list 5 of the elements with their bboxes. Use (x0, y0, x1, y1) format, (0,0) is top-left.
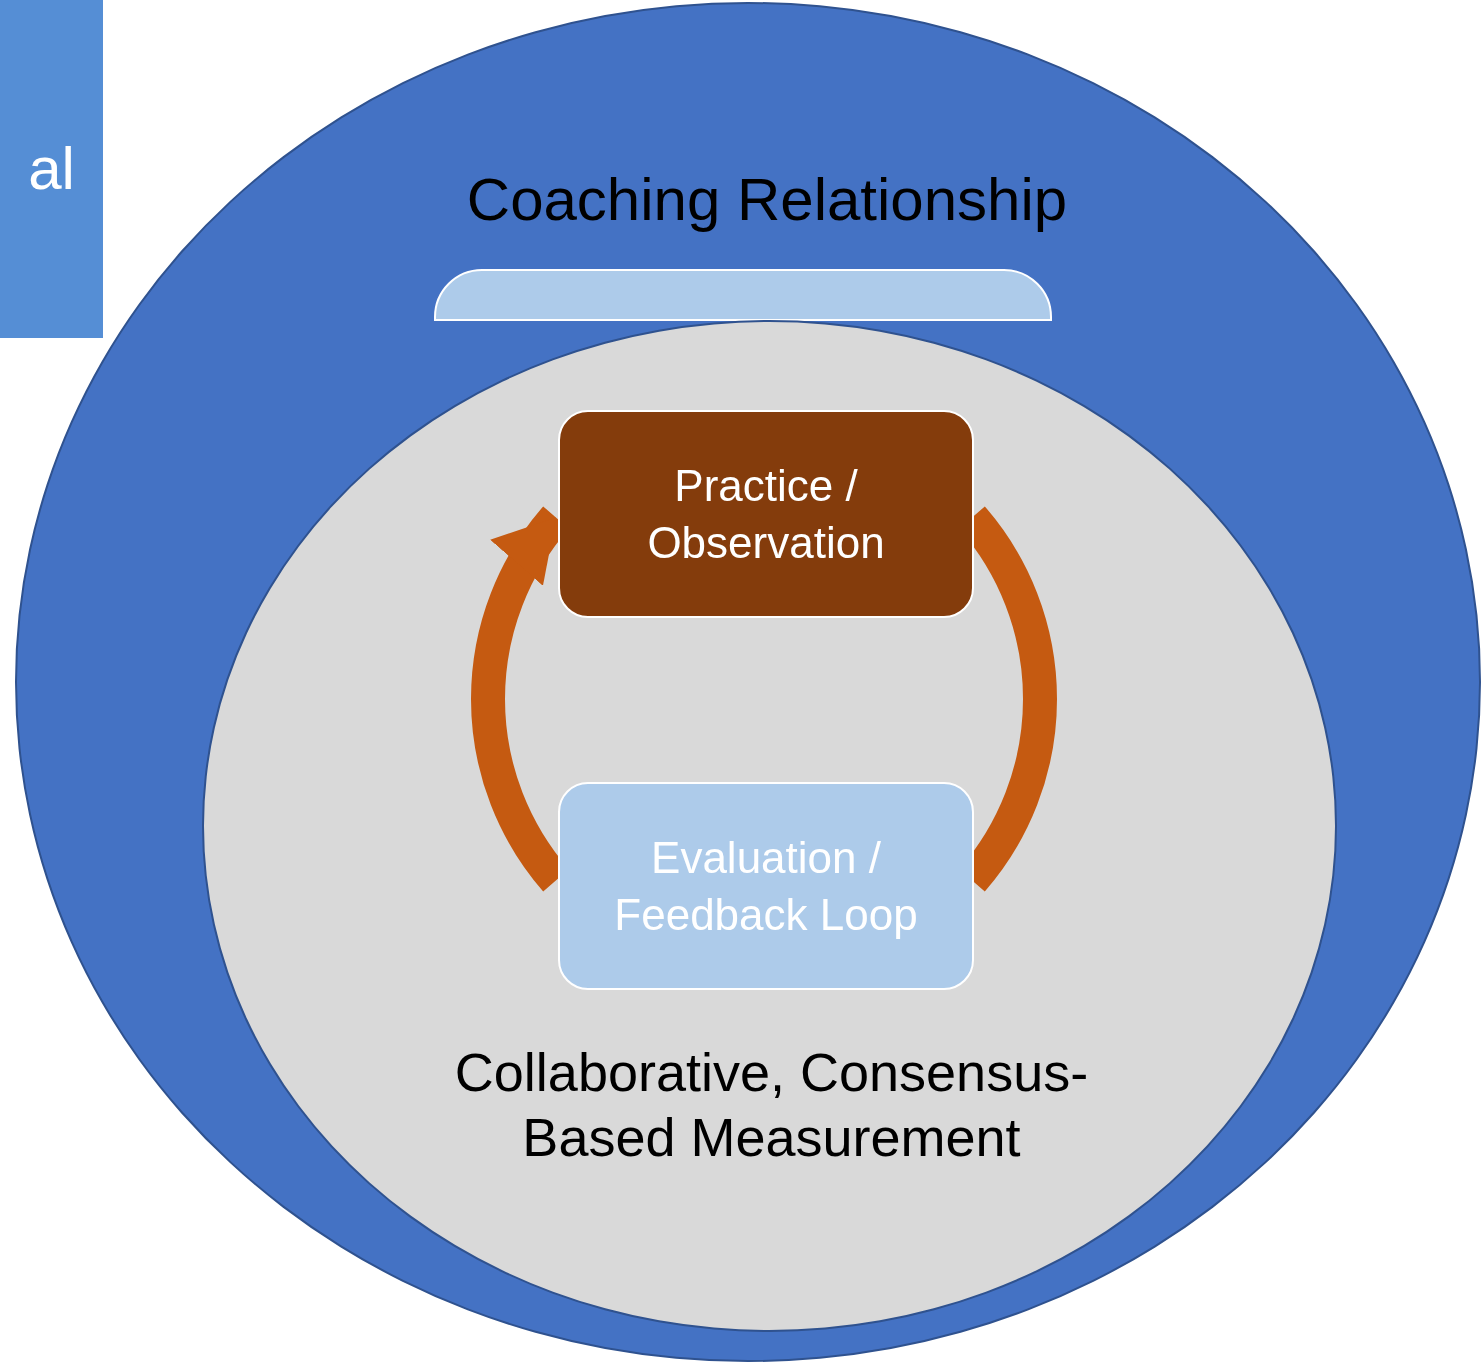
process-box: Evaluation / Feedback Loop (558, 782, 974, 990)
process-box: Practice / Observation (558, 410, 974, 618)
side-panel: al (0, 0, 103, 338)
circle-label: Collaborative, Consensus-Based Measurement (453, 1041, 1090, 1169)
circle-title: Coaching Relationship (465, 165, 1069, 235)
